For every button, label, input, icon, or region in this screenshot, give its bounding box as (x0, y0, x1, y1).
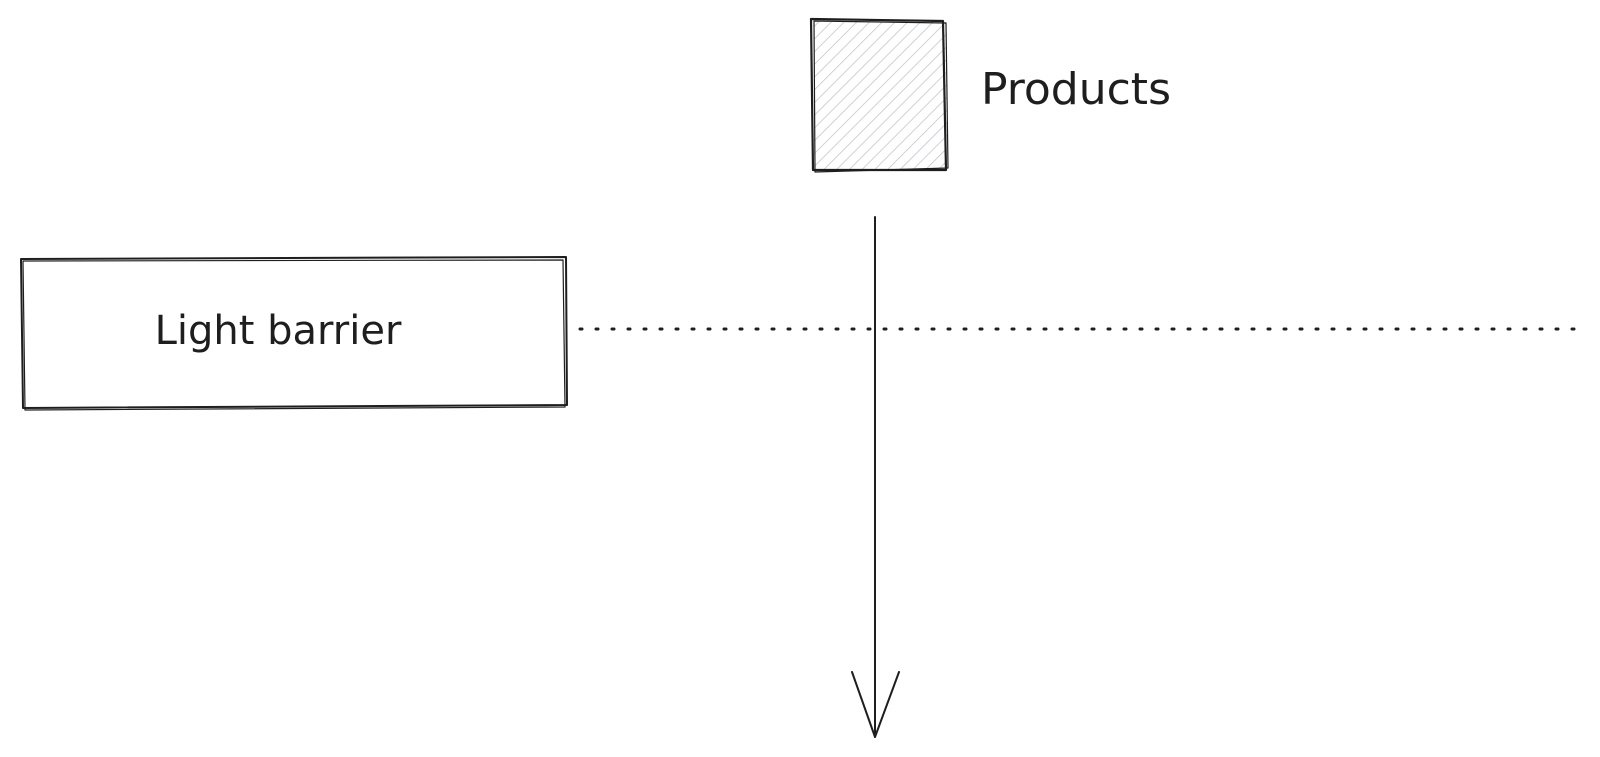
product-square[interactable] (809, 17, 949, 173)
products-label: Products (981, 64, 1171, 115)
light-barrier-label: Light barrier (155, 308, 402, 354)
down-arrow (851, 216, 900, 738)
light-barrier-box[interactable]: Light barrier (20, 256, 568, 411)
